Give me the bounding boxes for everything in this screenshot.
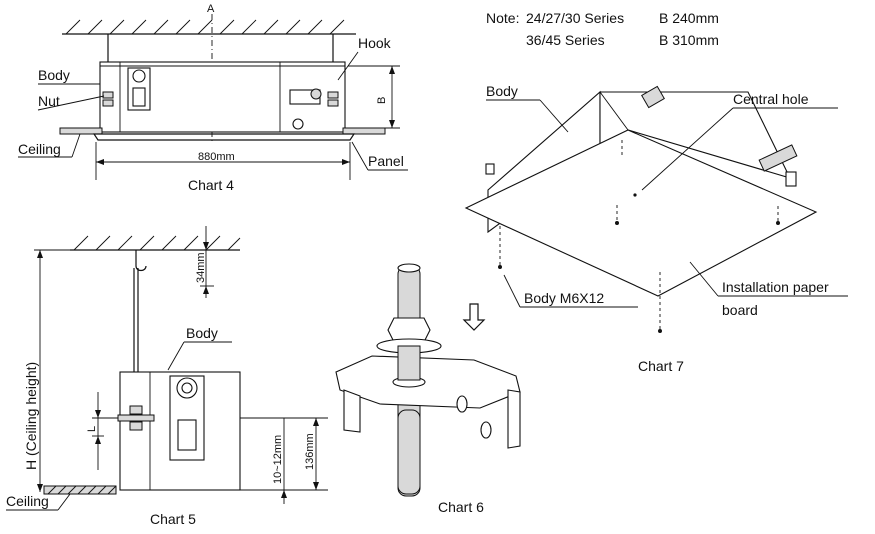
chart-6-caption: Chart 6 — [438, 499, 484, 515]
chart7-body-label: Body — [486, 83, 518, 99]
axis-label-a: A — [207, 3, 215, 15]
hanger-bracket — [335, 355, 521, 409]
chart-5: H (Ceiling height) 34mm L 10 — [6, 226, 328, 527]
note-row2-series: 36/45 Series — [526, 32, 605, 48]
dim-136-label: 136mm — [304, 433, 316, 470]
paper-board-label-line2: board — [722, 302, 758, 318]
paper-board-label-line1: Installation paper — [722, 279, 829, 295]
nut-label: Nut — [38, 93, 60, 109]
note-prefix: Note: — [486, 10, 519, 26]
right-nut — [327, 91, 339, 99]
ceiling-hatch — [65, 19, 345, 35]
body-screw-label: Body M6X12 — [524, 290, 604, 306]
hook-label: Hook — [358, 35, 392, 51]
dim-10-12-label: 10~12mm — [272, 435, 284, 484]
body-top-fitting — [641, 85, 665, 109]
note-row1-dim: B 240mm — [659, 10, 719, 26]
width-dimension-label: 880mm — [198, 151, 235, 163]
dim-34-label: 34mm — [195, 252, 207, 283]
body-back-wall — [599, 91, 792, 179]
ceiling-label: Ceiling — [18, 141, 61, 157]
ceiling-board-right — [342, 127, 386, 135]
note-row1-series: 24/27/30 Series — [526, 10, 624, 26]
installation-paper-board — [464, 129, 818, 297]
bracket-nut — [117, 414, 155, 422]
central-hole-mark — [633, 193, 637, 197]
panel-label: Panel — [368, 153, 404, 169]
b-dimension-label: B — [376, 97, 388, 104]
chart5-body-label: Body — [186, 325, 218, 341]
hex-nut — [387, 317, 431, 343]
chart-6: Chart 6 — [335, 263, 521, 515]
motor-circle — [132, 69, 146, 83]
central-hole-label: Central hole — [733, 91, 809, 107]
ceiling-hook — [135, 250, 147, 272]
chart5-ceiling-label: Ceiling — [6, 493, 49, 509]
body-label: Body — [38, 67, 70, 83]
series-note: Note: 24/27/30 Series B 240mm 36/45 Seri… — [486, 10, 719, 48]
body-side-pipe — [758, 144, 798, 172]
chart-7-caption: Chart 7 — [638, 358, 684, 374]
l-label: L — [86, 426, 98, 432]
chart-4-caption: Chart 4 — [188, 177, 234, 193]
chart-4: A B — [18, 3, 408, 193]
ceiling-board-left — [59, 127, 103, 135]
note-row2-dim: B 310mm — [659, 32, 719, 48]
ceiling-board-5 — [43, 485, 117, 495]
ceiling-height-label: H (Ceiling height) — [23, 362, 39, 470]
chart-7: Body Central hole Body M6X12 Installatio… — [464, 83, 848, 374]
hanging-point-mark — [615, 221, 619, 225]
panel — [92, 133, 356, 141]
chart-5-caption: Chart 5 — [150, 511, 196, 527]
left-nut — [102, 91, 114, 99]
down-arrow-icon — [462, 303, 486, 331]
